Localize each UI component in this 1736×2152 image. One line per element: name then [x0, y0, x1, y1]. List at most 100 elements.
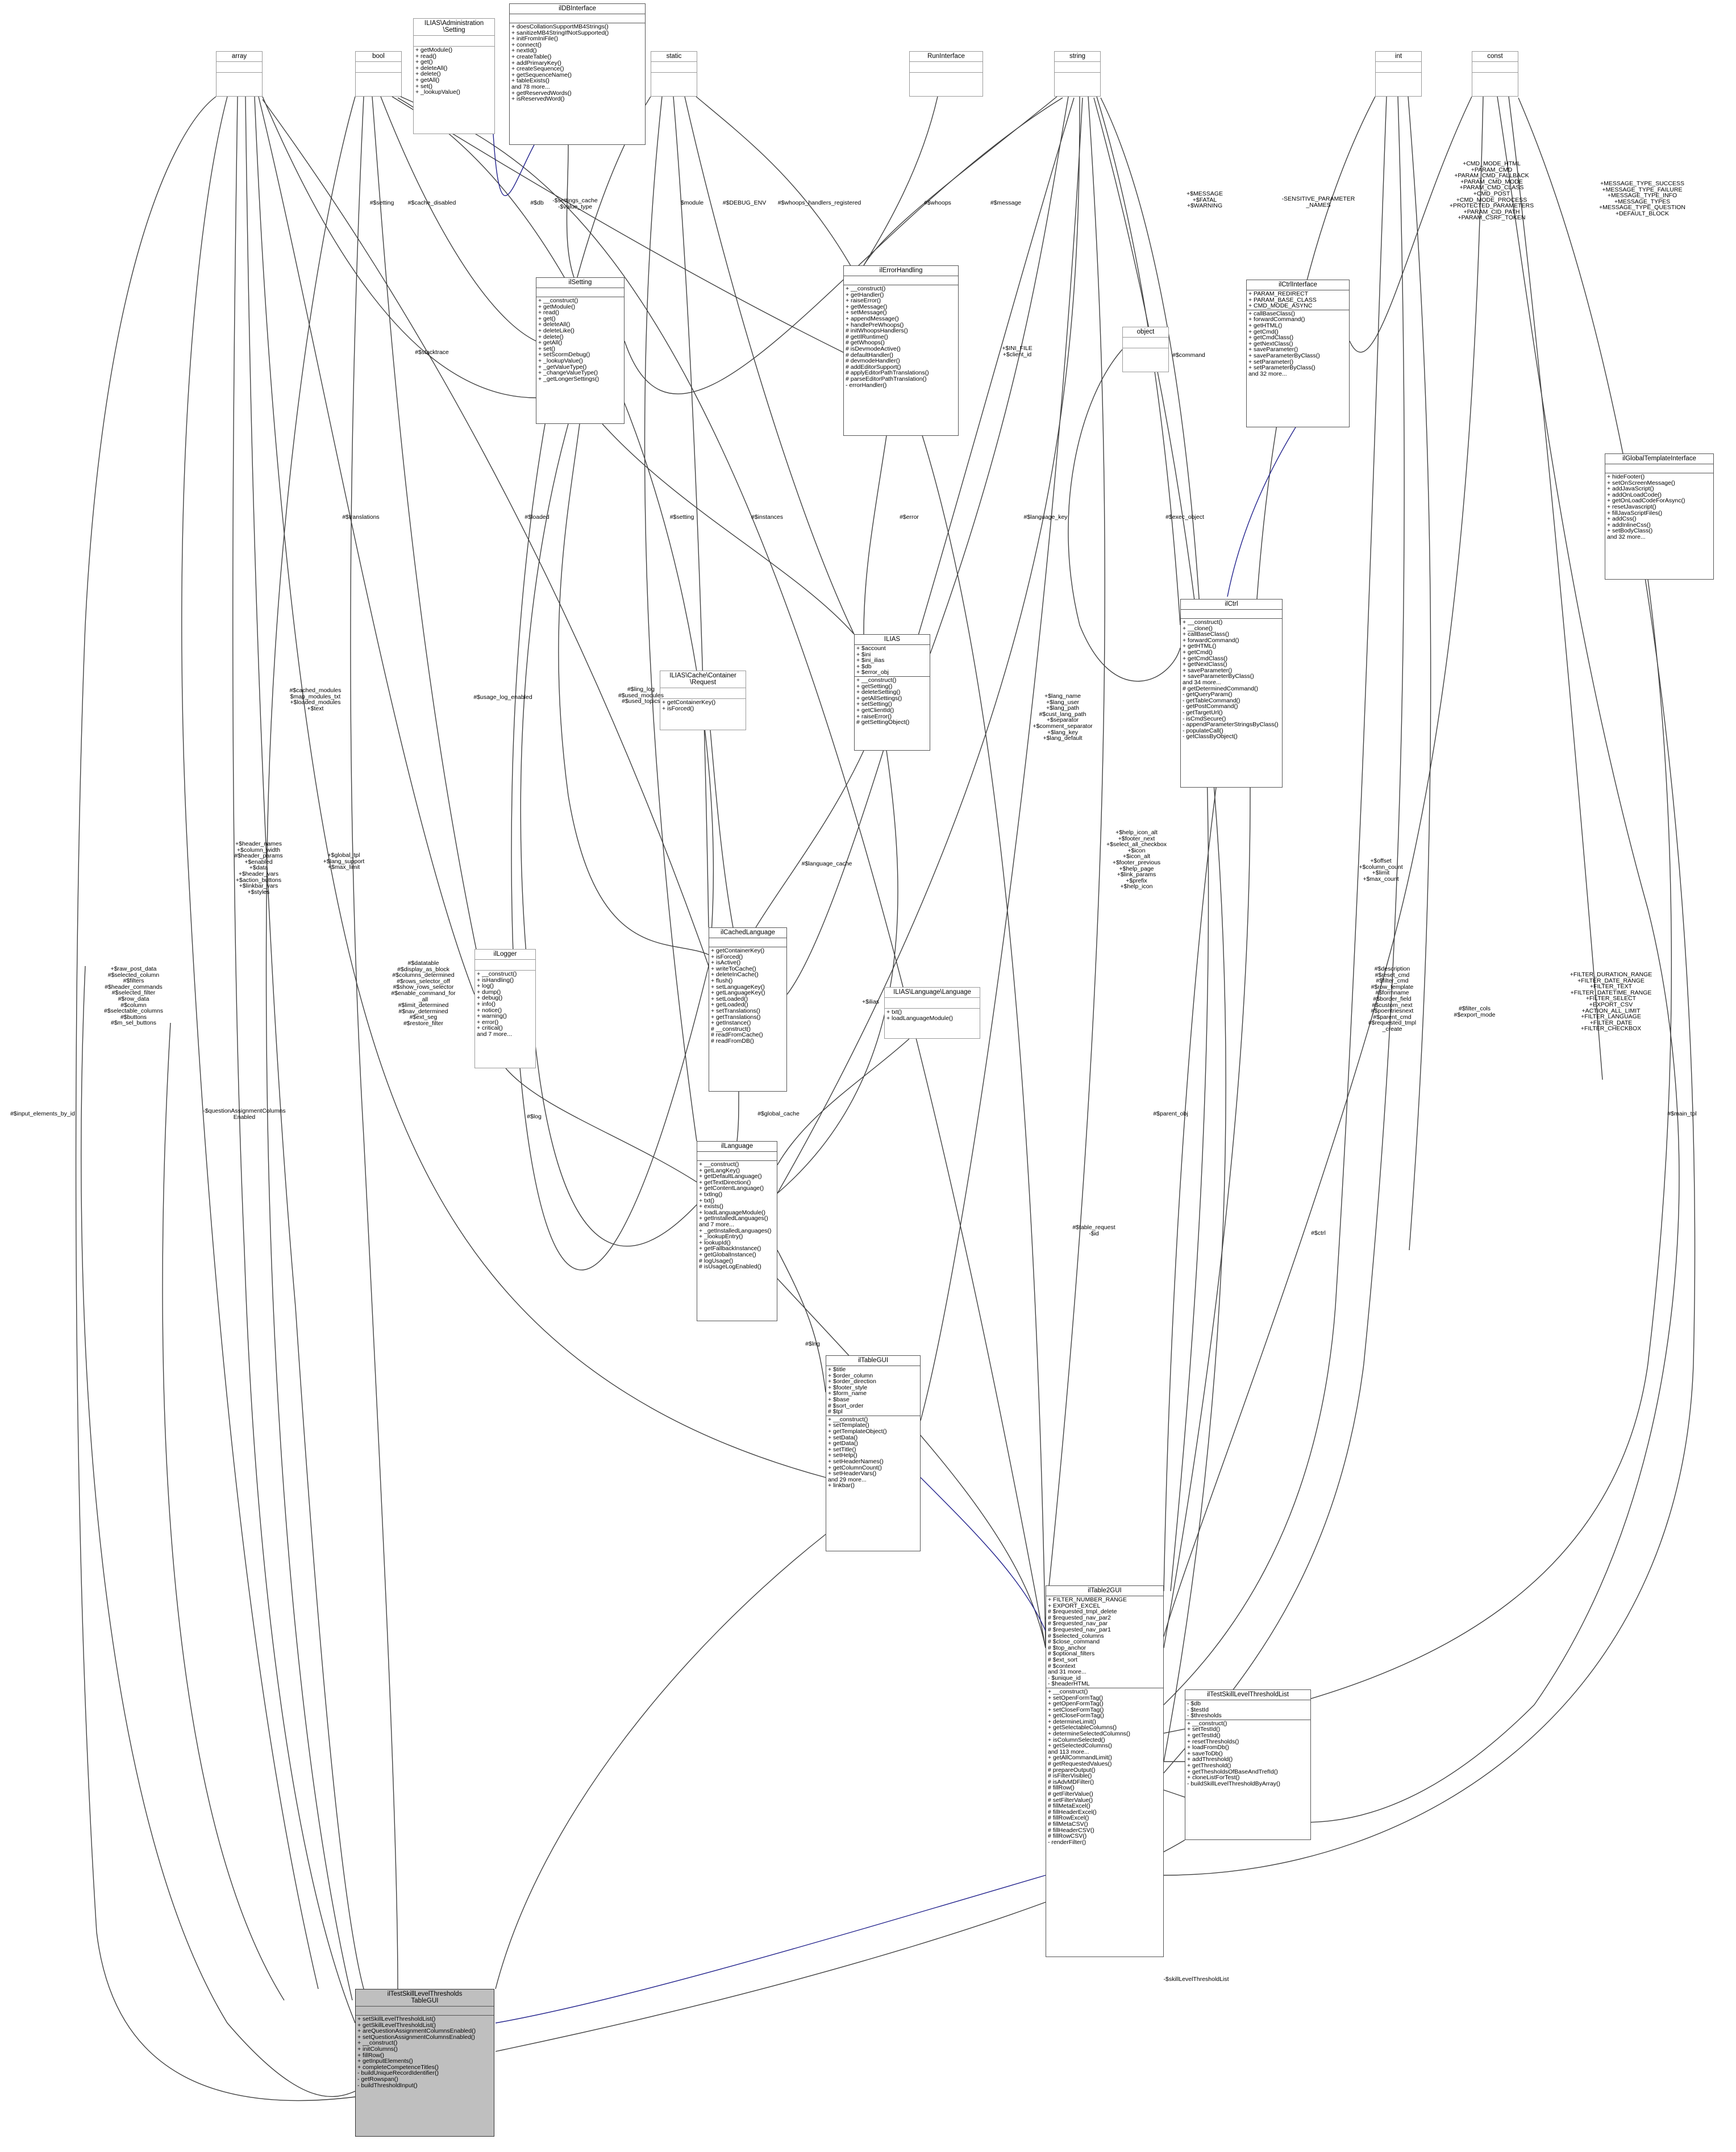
class-operation: + setTemplate() [828, 1422, 869, 1429]
class-operation: + getDefaultLanguage() [699, 1173, 762, 1180]
class-operations [910, 73, 983, 74]
edge-label-l_ctrl: #$ctrl [1311, 1230, 1326, 1237]
class-operation: + hideFooter() [1607, 473, 1645, 480]
class-attribute: # $requested_tmpl_delete [1048, 1608, 1117, 1616]
class-box-ilLogger[interactable]: ilLogger+ __construct()+ isHandling()+ l… [474, 949, 536, 1068]
class-operation: + getOpenFormTag() [1048, 1700, 1104, 1708]
class-box-ilCtrl[interactable]: ilCtrl+ __construct()+ __clone()+ callBa… [1180, 599, 1283, 788]
class-box-int[interactable]: int [1375, 51, 1422, 97]
class-attributes: + PARAM_REDIRECT+ PARAM_BASE_CLASS+ CMD_… [1247, 290, 1349, 310]
class-operation: # setFilterValue() [1048, 1796, 1093, 1804]
class-operation: and 7 more... [477, 1030, 512, 1038]
class-title: const [1472, 52, 1518, 62]
class-operation: and 7 more... [699, 1221, 734, 1228]
class-attribute: - $db [1187, 1700, 1201, 1707]
class-operations: + __construct()+ setOpenFormTag()+ getOp… [1046, 1688, 1163, 1846]
class-operation: + deleteAll() [538, 321, 571, 328]
class-operation: # readFromDB() [711, 1037, 754, 1044]
class-operation: + addJavaScript() [1607, 485, 1654, 493]
class-box-bool[interactable]: bool [355, 51, 402, 97]
class-operation: + saveParameter() [1183, 667, 1233, 674]
edge-label-l_whoops_reg: #$whoops_handlers_registered [777, 199, 861, 206]
class-operation: + getCmdClass() [1248, 334, 1294, 342]
class-operation: # fillRowCSV() [1048, 1833, 1087, 1840]
edge-label-l_header_names: +$header_names +$column_width #$header_p… [234, 840, 283, 896]
class-operation: + getCmd() [1183, 648, 1213, 656]
class-operation: + __construct() [538, 297, 578, 304]
class-box-ilCachedLanguage[interactable]: ilCachedLanguage+ getContainerKey()+ isF… [709, 927, 787, 1092]
class-operation: + set() [538, 345, 556, 352]
class-operation: + setHelp() [828, 1452, 857, 1459]
edge-label-l_input_elements: #$input_elements_by_id [10, 1110, 75, 1117]
class-operation: + doesCollationSupportMB4Strings() [511, 23, 609, 30]
class-title: ilTableGUI [826, 1356, 920, 1366]
class-operation: + tableExists() [511, 77, 549, 85]
class-box-ilTableGUI[interactable]: ilTableGUI+ $title+ $order_column+ $orde… [826, 1355, 921, 1551]
class-attributes [844, 276, 958, 285]
edge-label-l_offset: +$offset +$column_count +$limit +$max_co… [1359, 858, 1403, 883]
class-operation: + determineLimit() [1048, 1718, 1096, 1725]
class-operation: + __construct() [1187, 1720, 1227, 1727]
class-attributes [885, 998, 980, 1009]
class-operation: + setData() [828, 1434, 858, 1441]
class-title: ILIAS [855, 635, 930, 645]
class-operation: # getWhoops() [846, 339, 885, 347]
class-operation: # isFilterVisible() [1048, 1772, 1092, 1780]
class-box-ILIAS[interactable]: ILIAS+ $account+ $ini+ $ini_ilias+ $db+ … [854, 634, 930, 751]
class-box-RunInterface[interactable]: RunInterface [909, 51, 983, 97]
class-operation: + _lookupValue() [538, 357, 583, 364]
class-box-object[interactable]: object [1122, 327, 1169, 372]
edge-label-l_language_cache: #$language_cache [801, 860, 852, 867]
class-box-static[interactable]: static [651, 51, 697, 97]
class-box-ilErrorHandling[interactable]: ilErrorHandling+ __construct()+ getHandl… [843, 265, 959, 436]
class-box-const[interactable]: const [1472, 51, 1518, 97]
class-operations: + callBaseClass()+ forwardCommand()+ get… [1247, 310, 1349, 378]
class-box-ilLanguage[interactable]: ilLanguage+ __construct()+ getLangKey()+… [697, 1141, 777, 1321]
class-operation: + cloneListForTest() [1187, 1774, 1240, 1781]
class-operation: + fillJavaScriptFiles() [1607, 509, 1663, 517]
edge-label-l_instances: #$instances [751, 514, 784, 521]
class-operation: + setScormDebug() [538, 351, 590, 359]
class-box-ilTable2GUI[interactable]: ilTable2GUI+ FILTER_NUMBER_RANGE+ EXPORT… [1046, 1585, 1164, 1957]
class-operation: + __construct() [477, 971, 517, 977]
class-operation: + _changeValueType() [538, 369, 598, 377]
class-operation: + addInlineCss() [1607, 521, 1651, 528]
class-operation: # getIlRuntime() [846, 333, 888, 340]
class-box-ilCtrlInterface[interactable]: ilCtrlInterface+ PARAM_REDIRECT+ PARAM_B… [1246, 280, 1350, 427]
class-box-ILIAS_Cache_Container_Request[interactable]: ILIAS\Cache\Container \Request+ getConta… [660, 671, 746, 730]
class-operations: + getModule()+ read()+ get()+ deleteAll(… [414, 47, 494, 96]
edge-label-l_module: $module [680, 199, 704, 206]
class-operations: + __construct()+ getModule()+ read()+ ge… [536, 297, 624, 382]
class-operation: + getAll() [415, 76, 440, 84]
class-operations [1376, 73, 1421, 74]
class-attribute: + $base [828, 1396, 850, 1403]
class-operations: + hideFooter()+ setOnScreenMessage()+ ad… [1605, 473, 1713, 541]
class-operation: + __clone() [1183, 625, 1213, 632]
class-box-array[interactable]: array [216, 51, 263, 97]
class-box-ILIAS_Administration_Setting[interactable]: ILIAS\Administration \Setting+ getModule… [413, 18, 495, 134]
class-box-ilSetting[interactable]: ilSetting+ __construct()+ getModule()+ r… [536, 277, 625, 424]
class-box-ilGlobalTemplateInterface[interactable]: ilGlobalTemplateInterface+ hideFooter()+… [1605, 453, 1714, 580]
class-box-ilDBInterface[interactable]: ilDBInterface+ doesCollationSupportMB4St… [509, 3, 646, 145]
class-operation: + __construct() [856, 676, 897, 684]
class-box-string[interactable]: string [1054, 51, 1101, 97]
edge-label-l_message: #$message [990, 199, 1022, 206]
edge-label-l_lang_name: +$lang_name +$lang_user +$lang_path #$cu… [1033, 693, 1093, 742]
class-operation: - getTableCommand() [1183, 697, 1240, 704]
edge-label-l_description: #$description #$reset_cmd #$filter_cmd #… [1368, 965, 1417, 1033]
class-operation: + _lookupValue() [415, 89, 460, 96]
class-operation: + initColumns() [357, 2045, 398, 2053]
class-operation: + isColumnSelected() [1048, 1736, 1105, 1743]
edge-label-l_ilias: +$ilias [861, 998, 880, 1005]
class-title: ilTestSkillLevelThresholds TableGUI [356, 1989, 494, 2007]
class-box-ILIAS_Language_Language[interactable]: ILIAS\Language\Language+ txt()+ loadLang… [884, 987, 980, 1039]
class-operation: + getHandler() [846, 291, 884, 298]
class-operations: + __construct()+ __clone()+ callBaseClas… [1181, 619, 1282, 740]
edge-label-l_parent_obj: #$parent_obj [1153, 1110, 1188, 1117]
class-operation: + getContainerKey() [662, 699, 716, 706]
class-attributes: + $title+ $order_column+ $order_directio… [826, 1366, 920, 1416]
class-operation: + handlePreWhoops() [846, 321, 904, 328]
class-title: string [1055, 52, 1100, 62]
class-box-ilTestSkillLevelThresholdsTableGUI[interactable]: ilTestSkillLevelThresholds TableGUI+ set… [355, 1989, 494, 2137]
class-box-ilTestSkillLevelThresholdList[interactable]: ilTestSkillLevelThresholdList- $db- $tes… [1185, 1689, 1311, 1840]
